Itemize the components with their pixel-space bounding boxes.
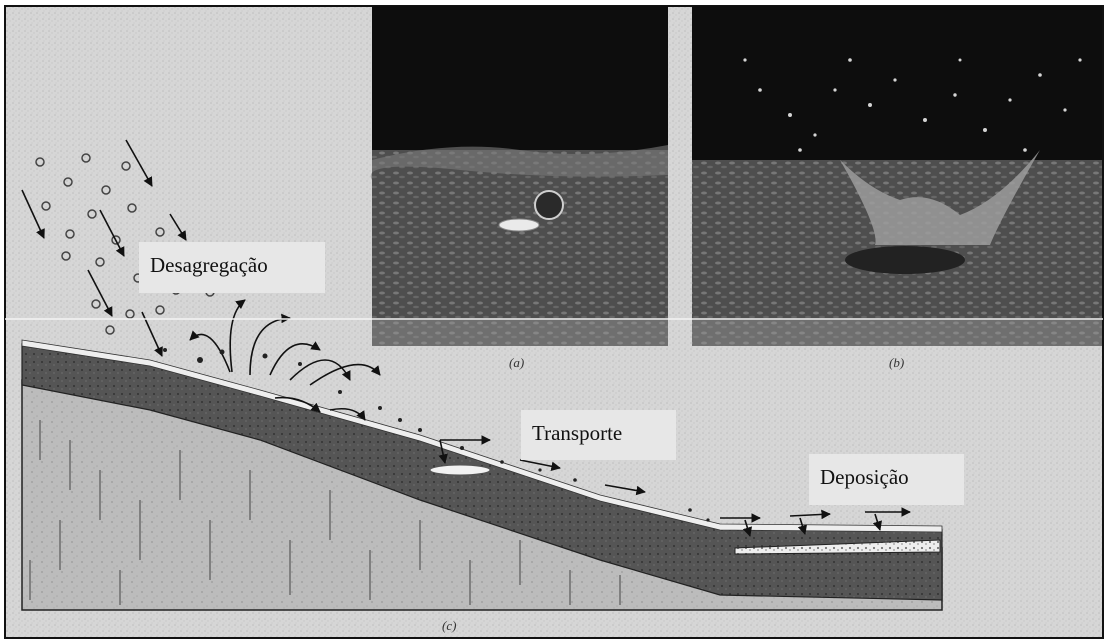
caption-c: (c) — [442, 618, 456, 634]
caption-b: (b) — [889, 355, 904, 371]
photo-a-raindrop-impact — [371, 6, 668, 346]
photo-b-raindrop-splash — [692, 6, 1102, 346]
label-transporte: Transporte — [521, 410, 676, 460]
label-deposicao: Deposição — [809, 454, 964, 505]
caption-a: (a) — [509, 355, 524, 371]
label-desagregacao: Desagregação — [139, 242, 325, 293]
